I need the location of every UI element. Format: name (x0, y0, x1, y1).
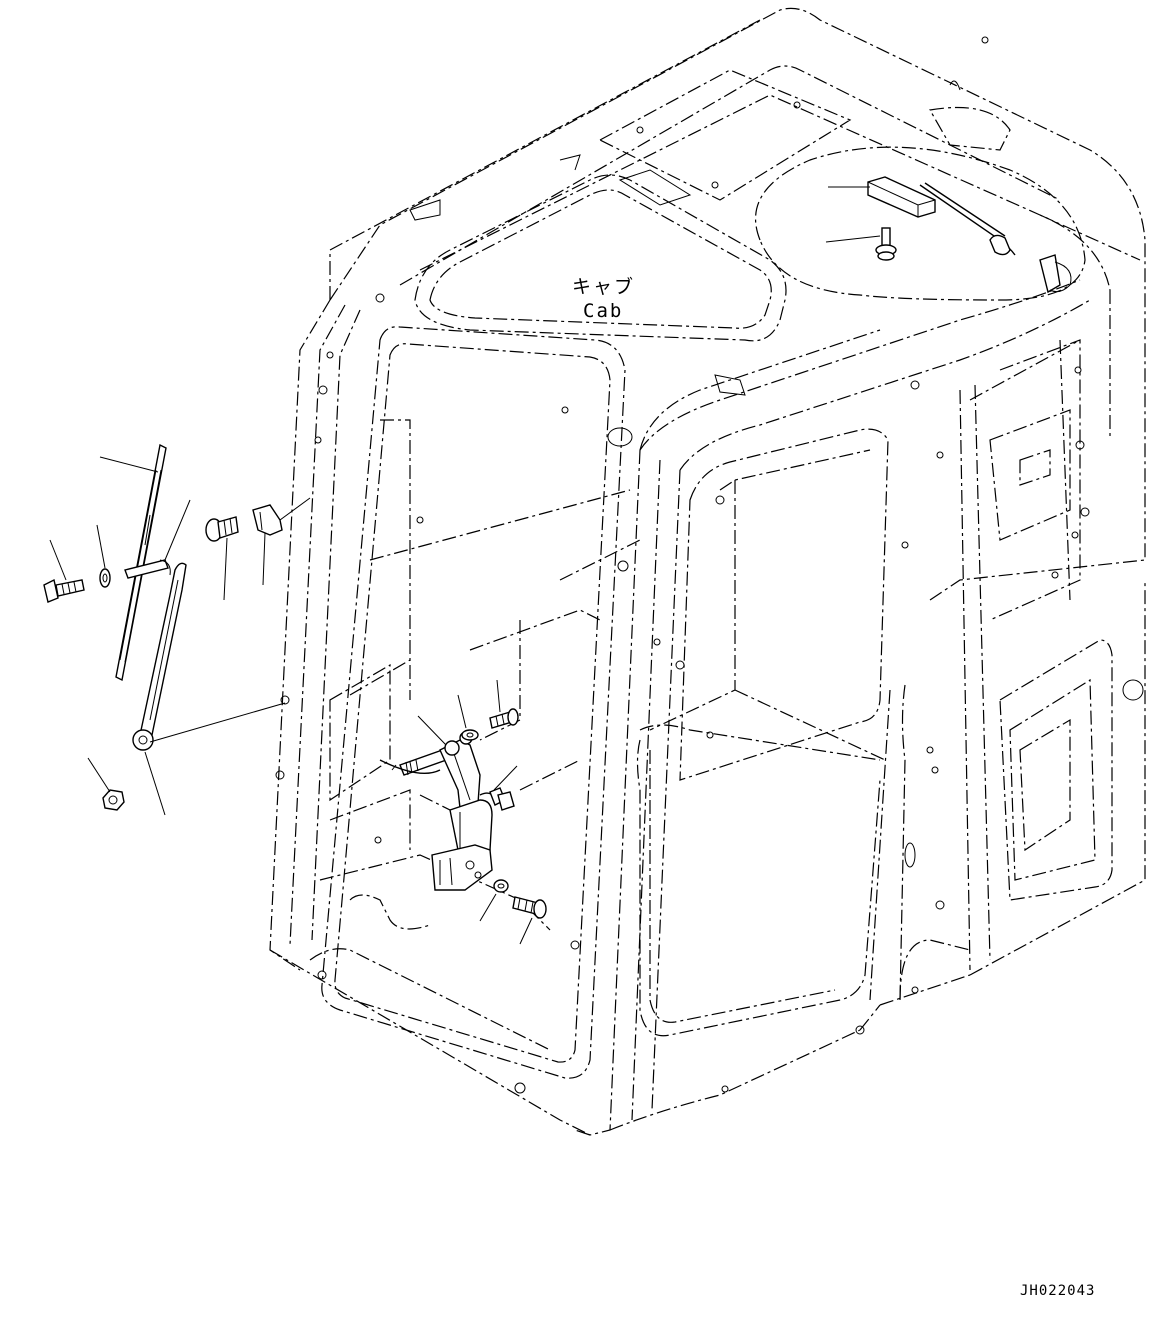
leader-motor-harness (493, 765, 518, 791)
leader-pivot-cap (262, 532, 266, 586)
leader-blade-bolt (49, 539, 67, 581)
wiper-arm (132, 562, 187, 751)
leader-pivot-to-frame (279, 497, 311, 521)
wiper-motor-assembly (379, 731, 515, 891)
cab-label-english: Cab (583, 300, 624, 322)
leader-motor-link (417, 715, 447, 746)
motor-bolt-bottom (512, 896, 547, 919)
motor-washer-bottom (493, 879, 509, 893)
pivot-bolt (205, 516, 239, 542)
drawing-number: JH022043 (1020, 1283, 1096, 1299)
leader-motor-washer-bottom (479, 893, 497, 922)
blade-washer (99, 568, 111, 588)
cab-outline (269, 7, 1146, 1136)
leader-lamp-screw (825, 235, 881, 243)
lamp-screw (875, 227, 897, 261)
blade-clip (124, 559, 171, 579)
leader-motor-bolt-top (496, 679, 501, 713)
leader-motor-bolt-bottom (519, 917, 533, 945)
leader-wiper-blade (99, 456, 159, 473)
motor-bolt-top (489, 708, 519, 729)
leader-pivot-bolt (223, 537, 228, 601)
leader-arm-to-motor (149, 702, 286, 743)
cab-label-japanese: キャブ (572, 276, 636, 298)
leader-arm-nut (87, 757, 111, 793)
blade-bolt (43, 578, 85, 603)
room-lamp (867, 176, 936, 218)
leader-blade-washer (96, 524, 106, 569)
arm-nut (102, 789, 125, 811)
dome-light-group (755, 146, 1086, 301)
leader-blade-clip (164, 499, 191, 561)
lamp-connector (1039, 254, 1072, 294)
leader-wiper-arm (144, 751, 166, 816)
motor-washer-top (461, 729, 479, 741)
leader-motor-washer-top (457, 694, 467, 729)
pivot-cap (252, 504, 283, 536)
